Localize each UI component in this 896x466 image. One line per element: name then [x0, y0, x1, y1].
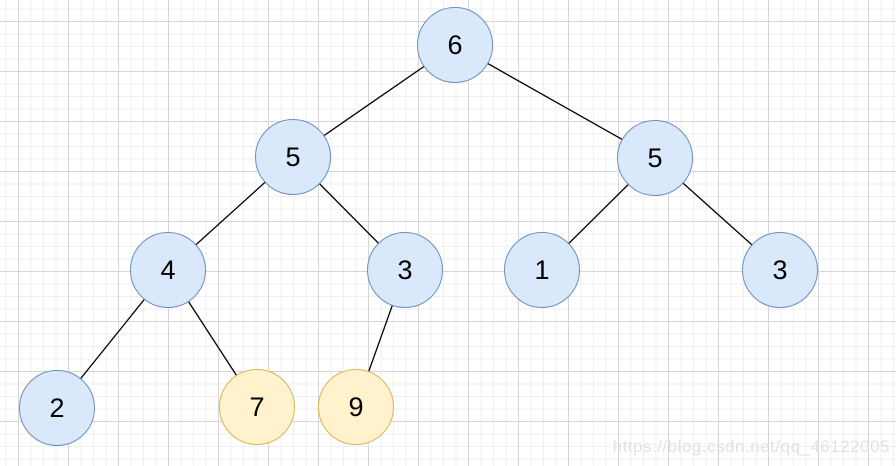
node-label: 3 — [772, 254, 788, 285]
tree-node-rl[interactable]: 1 — [504, 232, 580, 308]
node-label: 6 — [447, 29, 463, 60]
node-label: 7 — [249, 391, 265, 422]
tree-node-lll[interactable]: 2 — [19, 370, 95, 446]
node-label: 5 — [285, 141, 301, 172]
tree-node-lr[interactable]: 3 — [367, 232, 443, 308]
tree-node-r[interactable]: 5 — [617, 120, 693, 196]
node-label: 3 — [397, 254, 413, 285]
tree-node-ll[interactable]: 4 — [130, 232, 206, 308]
tree-node-llr[interactable]: 7 — [219, 369, 295, 445]
tree-node-lrl[interactable]: 9 — [318, 369, 394, 445]
node-label: 5 — [647, 142, 663, 173]
tree-node-root[interactable]: 6 — [417, 7, 493, 83]
node-label: 9 — [348, 391, 364, 422]
tree-node-rr[interactable]: 3 — [742, 232, 818, 308]
node-label: 2 — [49, 392, 65, 423]
node-label: 4 — [160, 254, 176, 285]
node-label: 1 — [534, 254, 550, 285]
tree-node-l[interactable]: 5 — [255, 119, 331, 195]
